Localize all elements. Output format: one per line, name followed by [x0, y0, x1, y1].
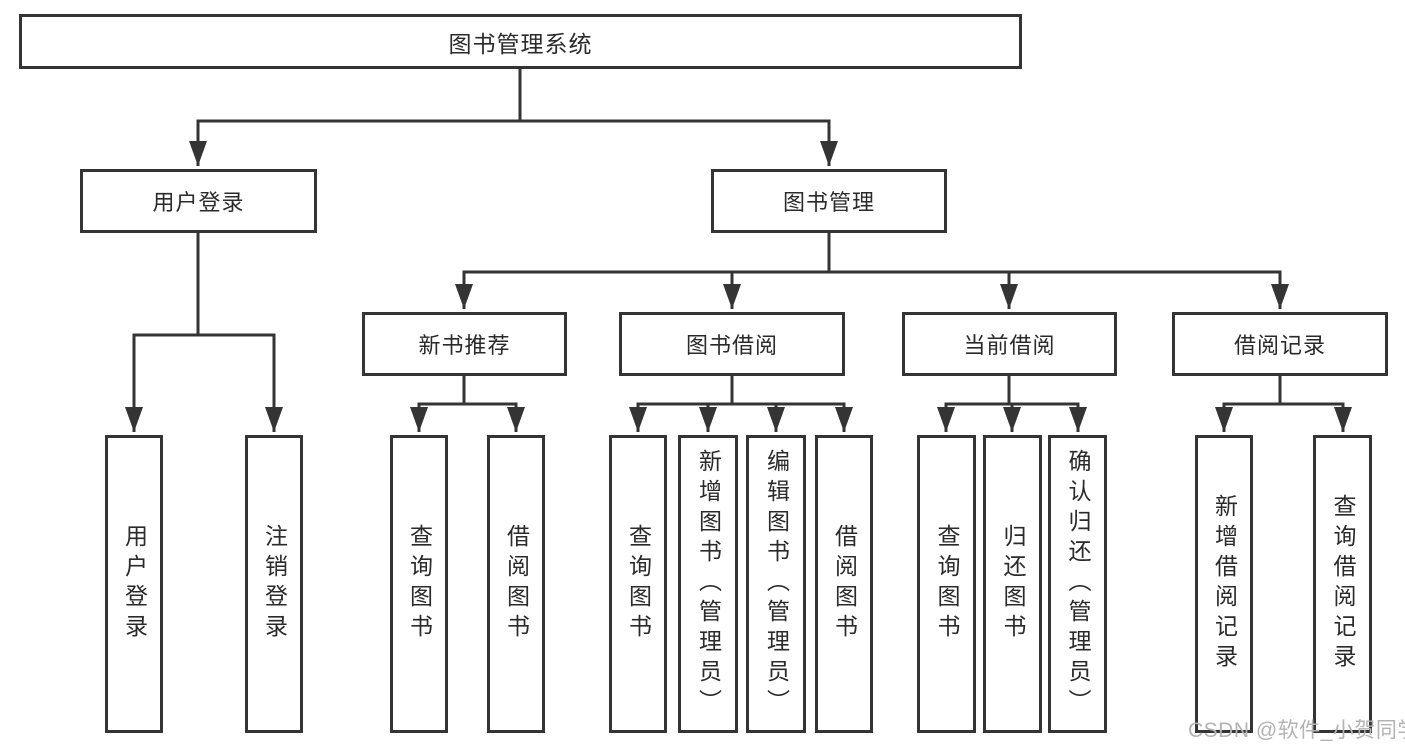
edge-book-borrow-children — [629, 376, 853, 432]
leaf-cb-query: 查询图书 — [917, 435, 976, 733]
csdn-watermark: CSDN @软件_小贺同学 — [1188, 719, 1405, 742]
leaf-br-add-label: 新增借阅记录 — [1211, 494, 1238, 674]
leaf-nb-borrow: 借阅图书 — [487, 435, 545, 733]
leaf-bb-add: 新增图书（管理员） — [678, 435, 738, 733]
edge-current-borrow-children — [937, 376, 1087, 432]
leaf-bb-query: 查询图书 — [609, 435, 667, 733]
edge-user-login-children — [125, 233, 283, 432]
node-user-login: 用户登录 — [80, 169, 317, 233]
leaf-user-login-label: 用户登录 — [121, 524, 148, 644]
leaf-bb-borrow-label: 借阅图书 — [831, 524, 858, 644]
node-book-borrow: 图书借阅 — [619, 312, 845, 376]
leaf-nb-query: 查询图书 — [390, 435, 448, 733]
leaf-nb-borrow-label: 借阅图书 — [503, 524, 530, 644]
node-new-book-rec: 新书推荐 — [362, 312, 567, 376]
leaf-cb-confirm: 确认归还（管理员） — [1048, 435, 1107, 733]
node-borrow-records-label: 借阅记录 — [1233, 333, 1326, 358]
leaf-br-query-label: 查询借阅记录 — [1330, 494, 1356, 674]
edge-root-to-level2 — [189, 69, 838, 166]
node-book-mgmt-label: 图书管理 — [782, 190, 875, 215]
leaf-bb-edit-label: 编辑图书（管理员） — [763, 449, 790, 719]
node-borrow-records: 借阅记录 — [1172, 312, 1388, 376]
node-root-system: 图书管理系统 — [19, 14, 1022, 69]
leaf-br-add: 新增借阅记录 — [1195, 435, 1253, 733]
leaf-cb-return: 归还图书 — [983, 435, 1042, 733]
leaf-user-login: 用户登录 — [105, 435, 163, 733]
leaf-logout: 注销登录 — [245, 435, 303, 733]
leaf-logout-label: 注销登录 — [261, 524, 288, 644]
node-book-borrow-label: 图书借阅 — [685, 333, 778, 358]
leaf-br-query: 查询借阅记录 — [1313, 435, 1372, 733]
leaf-nb-query-label: 查询图书 — [406, 524, 433, 644]
node-new-book-rec-label: 新书推荐 — [418, 333, 511, 358]
leaf-bb-query-label: 查询图书 — [625, 524, 652, 644]
leaf-bb-edit: 编辑图书（管理员） — [746, 435, 806, 733]
edge-book-mgmt-children — [455, 233, 1289, 309]
node-user-login-label: 用户登录 — [152, 190, 245, 215]
node-current-borrow-label: 当前借阅 — [963, 333, 1056, 358]
leaf-cb-confirm-label: 确认归还（管理员） — [1065, 449, 1091, 719]
node-current-borrow: 当前借阅 — [902, 312, 1117, 376]
node-root-label: 图书管理系统 — [448, 30, 593, 57]
leaf-bb-borrow: 借阅图书 — [815, 435, 873, 733]
leaf-cb-query-label: 查询图书 — [934, 524, 960, 644]
node-book-mgmt: 图书管理 — [711, 169, 947, 233]
edge-new-book-rec-children — [410, 376, 525, 432]
leaf-cb-return-label: 归还图书 — [1000, 524, 1026, 644]
leaf-bb-add-label: 新增图书（管理员） — [695, 449, 722, 719]
edge-borrow-records-children — [1215, 376, 1352, 432]
